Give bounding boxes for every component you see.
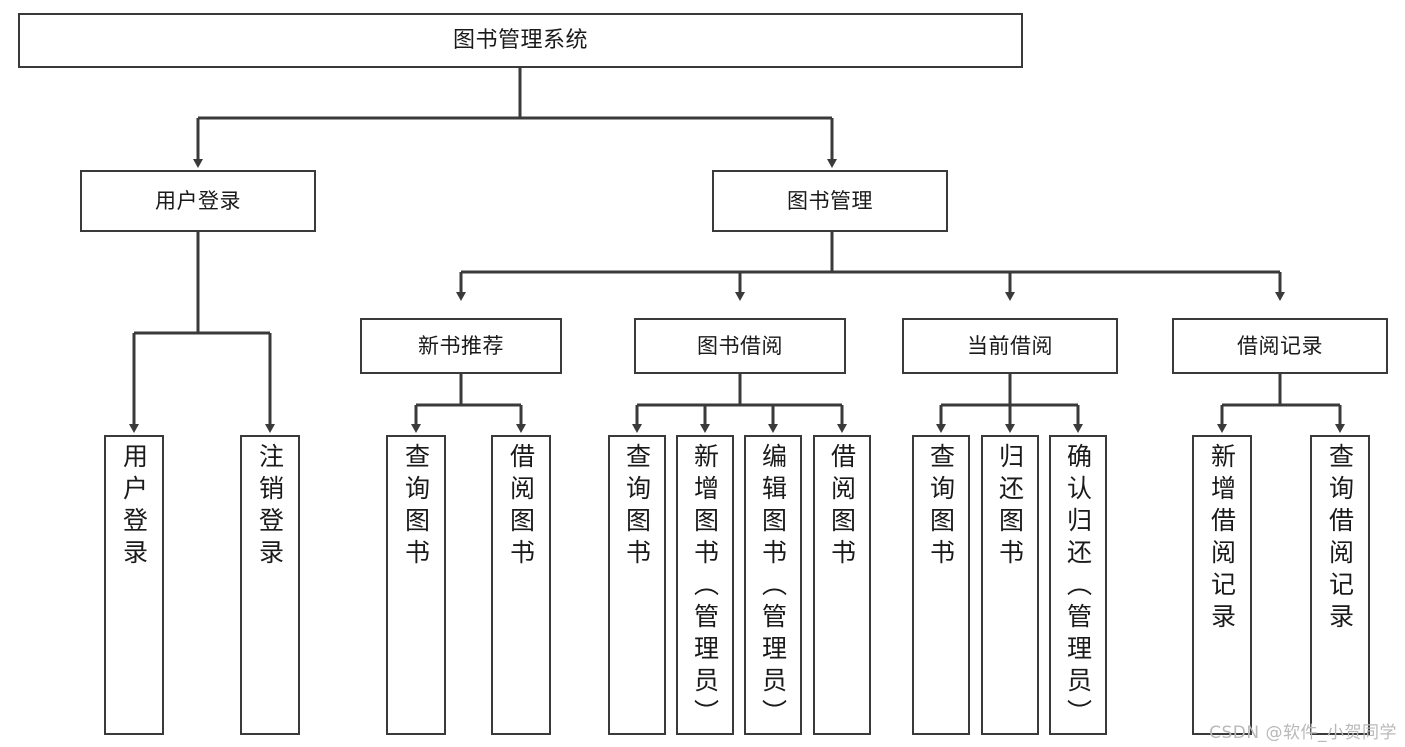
- node-label: 借阅图书: [506, 443, 536, 571]
- leaf-book-borrow-query-book[interactable]: 查询图书: [608, 435, 666, 735]
- node-new-book-recommendation[interactable]: 新书推荐: [360, 318, 562, 374]
- node-root-book-management-system[interactable]: 图书管理系统: [18, 13, 1023, 68]
- node-borrow-record[interactable]: 借阅记录: [1172, 318, 1388, 374]
- node-label: 查询图书: [926, 443, 956, 571]
- node-label: 新增图书（管理员）: [690, 443, 720, 731]
- leaf-user-login-login[interactable]: 用户登录: [104, 435, 164, 735]
- node-label: 确认归还（管理员）: [1063, 443, 1093, 731]
- node-label: 图书借阅: [697, 333, 783, 358]
- node-label: 查询图书: [401, 443, 431, 571]
- leaf-borrow-record-add-record[interactable]: 新增借阅记录: [1192, 435, 1252, 735]
- node-label: 图书管理: [787, 188, 873, 213]
- leaf-current-borrow-query-book[interactable]: 查询图书: [912, 435, 970, 735]
- node-book-management[interactable]: 图书管理: [712, 170, 948, 232]
- leaf-user-login-logout[interactable]: 注销登录: [240, 435, 300, 735]
- leaf-book-borrow-add-book-admin[interactable]: 新增图书（管理员）: [676, 435, 734, 735]
- node-label: 借阅图书: [827, 443, 857, 571]
- node-label: 借阅记录: [1237, 333, 1323, 358]
- leaf-new-book-borrow-book[interactable]: 借阅图书: [491, 435, 551, 735]
- node-label: 注销登录: [255, 443, 285, 571]
- leaf-current-borrow-return-book[interactable]: 归还图书: [981, 435, 1039, 735]
- node-label: 新书推荐: [418, 333, 504, 358]
- node-label: 编辑图书（管理员）: [758, 443, 788, 731]
- leaf-book-borrow-borrow-book[interactable]: 借阅图书: [813, 435, 871, 735]
- node-user-login[interactable]: 用户登录: [80, 170, 316, 232]
- leaf-borrow-record-query-record[interactable]: 查询借阅记录: [1310, 435, 1370, 735]
- node-label: 新增借阅记录: [1207, 443, 1237, 635]
- node-label: 归还图书: [995, 443, 1025, 571]
- node-label: 图书管理系统: [452, 27, 588, 53]
- node-label: 用户登录: [119, 443, 149, 571]
- leaf-current-borrow-confirm-return-admin[interactable]: 确认归还（管理员）: [1049, 435, 1107, 735]
- node-label: 当前借阅: [967, 333, 1053, 358]
- node-label: 用户登录: [155, 188, 241, 213]
- leaf-new-book-query-book[interactable]: 查询图书: [386, 435, 446, 735]
- node-label: 查询图书: [622, 443, 652, 571]
- node-book-borrow[interactable]: 图书借阅: [634, 318, 846, 374]
- node-current-borrow[interactable]: 当前借阅: [902, 318, 1118, 374]
- watermark-text: CSDN @软件_小贺同学: [1209, 723, 1397, 743]
- leaf-book-borrow-edit-book-admin[interactable]: 编辑图书（管理员）: [744, 435, 802, 735]
- node-label: 查询借阅记录: [1325, 443, 1355, 635]
